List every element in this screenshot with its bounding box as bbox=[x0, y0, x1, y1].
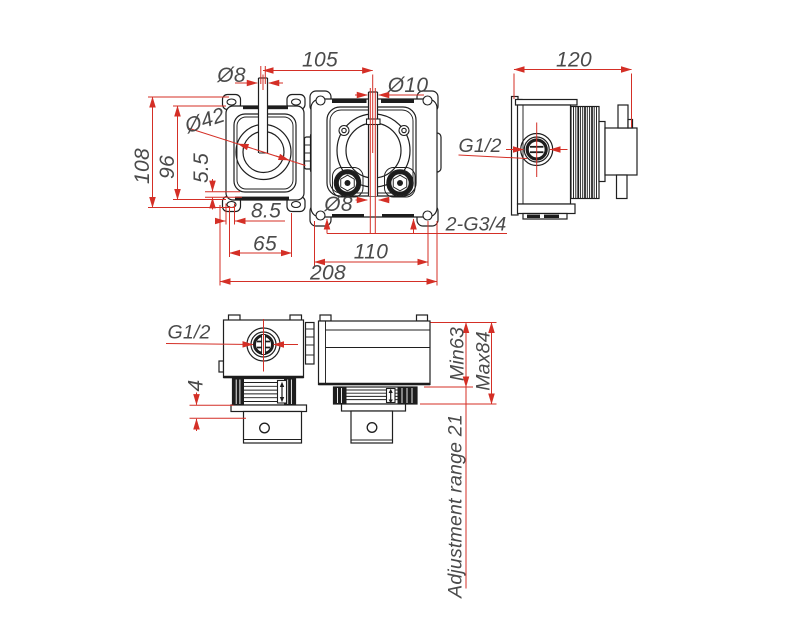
dim-8-5-label: 8.5 bbox=[251, 200, 281, 223]
pipe-hole bbox=[259, 422, 270, 434]
dim-dia8-top-label: Ø8 bbox=[216, 64, 246, 87]
dim-105-label: 105 bbox=[302, 49, 338, 72]
side-view-part bbox=[510, 95, 638, 220]
left-pipe-block bbox=[242, 410, 303, 444]
dim-adjustment-range-label: Adjustment range 21 bbox=[445, 414, 467, 599]
dim-g12-side-label: G1/2 bbox=[458, 135, 501, 157]
left-stem bbox=[258, 78, 268, 153]
side-view-dimensions: 120 G1/2 bbox=[458, 49, 632, 177]
dim-120-label: 120 bbox=[556, 49, 592, 72]
dim-dia8-bottom-label: Ø8 bbox=[323, 193, 353, 216]
body-connector-plan bbox=[304, 321, 315, 365]
right-body-plan bbox=[317, 320, 431, 386]
dim-110-label: 110 bbox=[354, 241, 388, 264]
adjust-indicator bbox=[276, 379, 288, 404]
dim-min63-label: Min63 bbox=[447, 327, 469, 381]
dim-65-label: 65 bbox=[253, 233, 277, 256]
plan-view-part bbox=[218, 314, 431, 444]
threaded-sleeve bbox=[570, 105, 600, 200]
adjust-indicator bbox=[385, 387, 396, 404]
pipe-hole bbox=[366, 422, 378, 433]
dim-96-label: 96 bbox=[156, 155, 179, 179]
front-view-dimensions: Ø8 105 Ø10 Ø42 108 96 5.5 8.5 65 110 208… bbox=[131, 49, 507, 286]
dim-108-label: 108 bbox=[131, 148, 154, 184]
dim-4-label: 4 bbox=[185, 380, 208, 392]
outlet-port-right bbox=[386, 169, 414, 197]
dim-max84-label: Max84 bbox=[473, 331, 495, 391]
dim-dia10-label: Ø10 bbox=[387, 74, 429, 97]
outlet-port-left bbox=[333, 169, 362, 197]
dim-208-label: 208 bbox=[309, 262, 346, 285]
dim-2-g34-label: 2-G3/4 bbox=[445, 214, 507, 236]
dim-g12-plan-label: G1/2 bbox=[167, 322, 210, 344]
plan-view-dimensions: G1/2 4 Min63 Max84 Adjustment range 21 bbox=[165, 319, 497, 599]
dim-5-5-label: 5.5 bbox=[190, 153, 213, 183]
right-pipe-block bbox=[350, 410, 394, 444]
cartridge-housing bbox=[604, 127, 638, 176]
